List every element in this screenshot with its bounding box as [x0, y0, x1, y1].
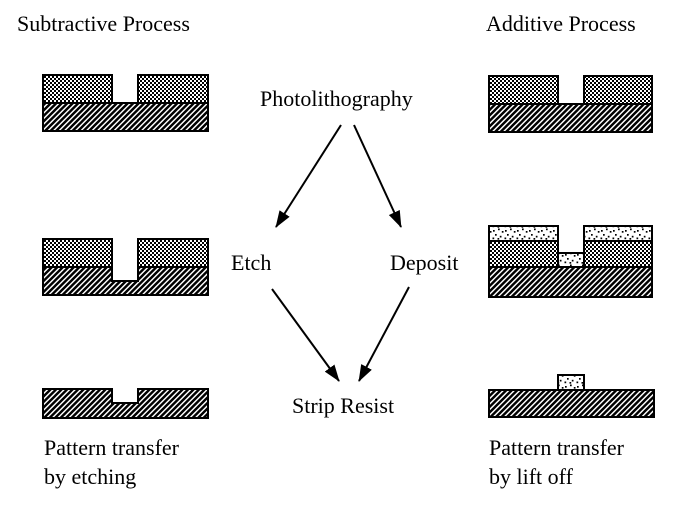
additive-caption-line2: by lift off — [489, 464, 573, 489]
deposited-film-left-block — [488, 225, 559, 242]
flow-node-strip-resist: Strip Resist — [292, 393, 395, 418]
additive-process-title: Additive Process — [486, 11, 636, 36]
subtractive-caption: Pattern transfer by etching — [44, 433, 179, 491]
additive-caption: Pattern transfer by lift off — [489, 433, 624, 491]
resist-layer-left-block — [488, 75, 559, 105]
resist-layer-left-block — [488, 240, 559, 268]
resist-layer-left-block — [42, 238, 113, 268]
arrow-photolithography-to-deposit — [353, 124, 402, 228]
subtractive-step2-figure — [42, 238, 209, 296]
resist-layer-left-block — [42, 74, 113, 104]
etched-substrate-layer — [42, 266, 209, 296]
resist-layer-right-block — [583, 240, 653, 268]
arrow-deposit-to-strip-resist — [358, 286, 410, 382]
flow-node-etch: Etch — [231, 250, 272, 275]
subtractive-caption-line2: by etching — [44, 464, 137, 489]
arrow-etch-to-strip-resist — [271, 288, 340, 382]
substrate-layer — [42, 102, 209, 132]
resist-layer-right-block — [137, 74, 209, 104]
additive-step2-figure — [488, 225, 653, 298]
flow-node-deposit: Deposit — [390, 250, 459, 275]
arrow-photolithography-to-etch — [275, 124, 342, 228]
substrate-layer — [488, 389, 655, 418]
resist-layer-right-block — [583, 75, 653, 105]
etched-substrate-layer — [42, 388, 209, 419]
additive-step1-figure — [488, 75, 653, 133]
resist-layer-right-block — [137, 238, 209, 268]
subtractive-caption-line1: Pattern transfer — [44, 435, 179, 460]
additive-step3-figure — [488, 374, 655, 418]
deposited-film-feature — [557, 374, 585, 391]
deposited-film-right-block — [583, 225, 653, 242]
subtractive-step3-figure — [42, 388, 209, 419]
subtractive-process-title: Subtractive Process — [17, 11, 190, 36]
substrate-layer — [488, 266, 653, 298]
deposited-film-gap-block — [557, 252, 585, 268]
substrate-layer — [488, 103, 653, 133]
additive-caption-line1: Pattern transfer — [489, 435, 624, 460]
flow-node-photolithography: Photolithography — [260, 86, 413, 111]
subtractive-step1-figure — [42, 74, 209, 132]
